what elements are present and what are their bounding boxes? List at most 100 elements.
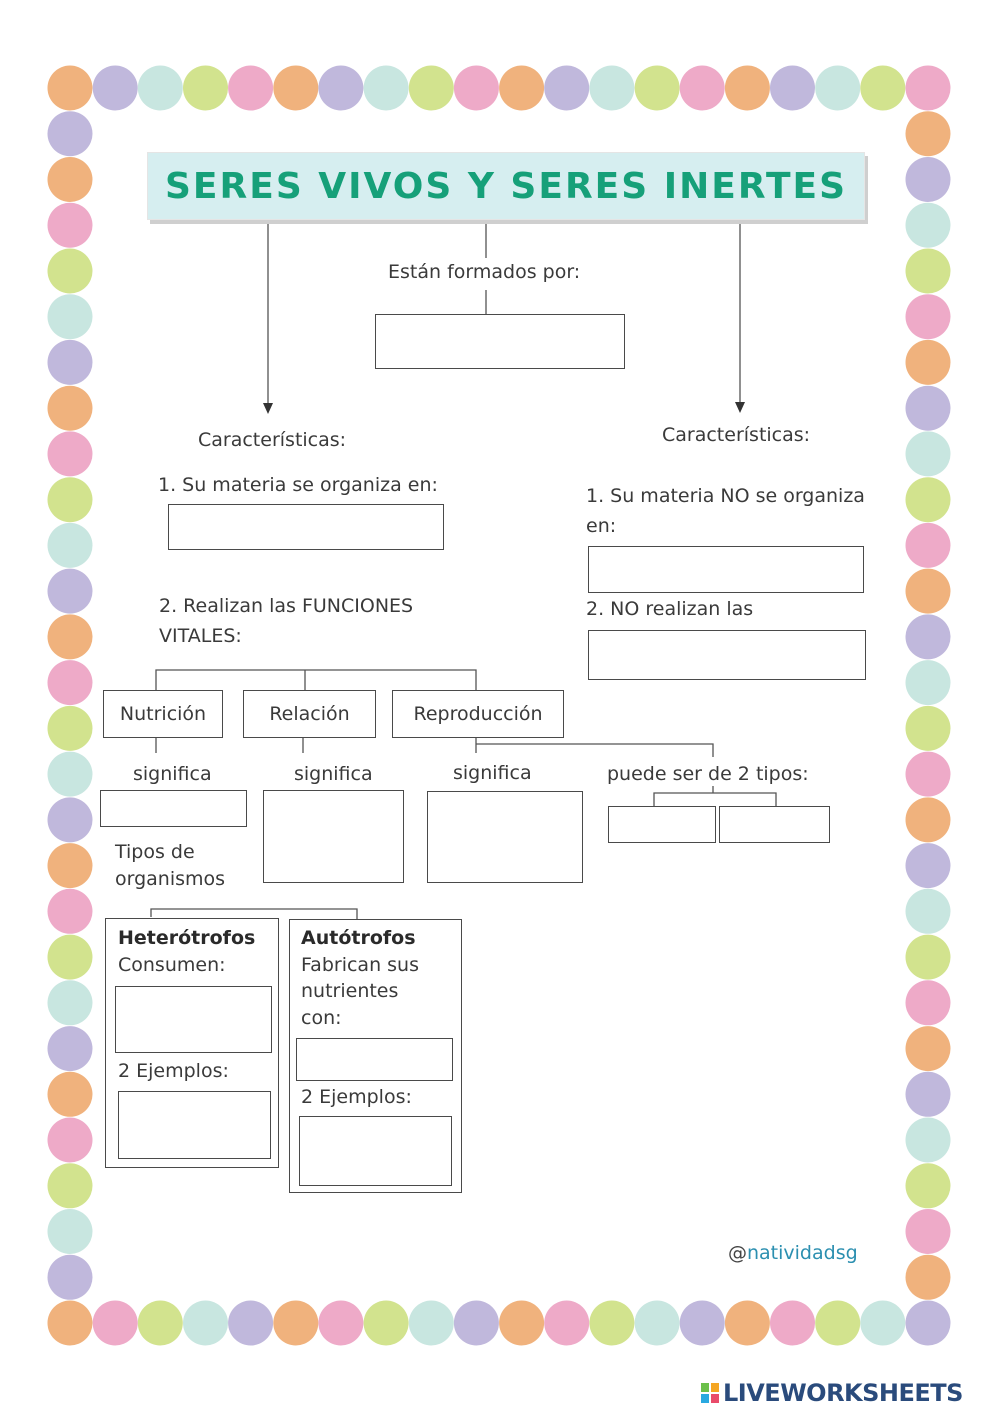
border-dot bbox=[860, 1300, 906, 1346]
border-dot bbox=[905, 1163, 951, 1209]
right-organization-answer-box[interactable] bbox=[588, 546, 864, 593]
border-dot bbox=[453, 1300, 499, 1346]
border-dot bbox=[499, 65, 545, 111]
relacion-significa-label: significa bbox=[294, 763, 373, 785]
border-dot bbox=[905, 65, 951, 111]
heterotrofos-examples-label: 2 Ejemplos: bbox=[118, 1060, 229, 1082]
border-dot bbox=[860, 65, 906, 111]
border-dot bbox=[905, 157, 951, 202]
border-dot bbox=[770, 65, 815, 111]
border-dot bbox=[408, 1300, 454, 1346]
border-dot bbox=[47, 65, 93, 111]
border-dot bbox=[634, 1300, 680, 1346]
border-dot bbox=[47, 157, 93, 202]
border-dot bbox=[137, 65, 183, 111]
border-dot bbox=[137, 1300, 183, 1346]
autotrofos-examples-answer-box[interactable] bbox=[299, 1116, 452, 1186]
border-dot bbox=[544, 65, 590, 111]
border-dot bbox=[228, 65, 274, 111]
formed-by-answer-box[interactable] bbox=[375, 314, 625, 369]
title-banner: SERES VIVOS Y SERES INERTES bbox=[147, 152, 865, 220]
credit-handle: natividadsg bbox=[747, 1242, 858, 1264]
liveworksheets-brand: LIVEWORKSHEETS bbox=[700, 1376, 963, 1410]
border-dot bbox=[679, 65, 725, 111]
border-dot bbox=[905, 1071, 951, 1117]
border-dot bbox=[905, 1254, 951, 1300]
function-nutricion-label: Nutrición bbox=[119, 703, 207, 725]
border-dot bbox=[47, 614, 93, 660]
border-dot bbox=[905, 934, 951, 980]
border-dot bbox=[905, 1209, 951, 1254]
border-dot bbox=[47, 1163, 93, 1209]
border-dot bbox=[905, 248, 951, 294]
border-dot bbox=[92, 65, 138, 111]
relacion-meaning-answer-box[interactable] bbox=[263, 790, 404, 883]
border-dot bbox=[47, 294, 93, 340]
left-item2-line1: 2. Realizan las FUNCIONES bbox=[159, 595, 414, 617]
reproduction-type2-answer-box[interactable] bbox=[719, 806, 830, 843]
function-relacion-box: Relación bbox=[243, 690, 376, 738]
border-dot bbox=[47, 339, 93, 385]
border-dot bbox=[589, 1300, 635, 1346]
nutricion-meaning-answer-box[interactable] bbox=[100, 790, 247, 827]
reproduccion-meaning-answer-box[interactable] bbox=[427, 791, 583, 883]
reproduction-type1-answer-box[interactable] bbox=[608, 806, 716, 843]
border-dot bbox=[905, 1300, 951, 1346]
border-dot bbox=[905, 660, 951, 706]
border-dot bbox=[318, 1300, 364, 1346]
left-organization-answer-box[interactable] bbox=[168, 504, 444, 550]
border-dot bbox=[363, 65, 409, 111]
autotrofos-panel bbox=[289, 919, 462, 1193]
heterotrofos-examples-answer-box[interactable] bbox=[118, 1091, 271, 1159]
autotrofos-line3: con: bbox=[301, 1007, 342, 1029]
border-dot bbox=[47, 980, 93, 1026]
border-dot bbox=[905, 111, 951, 157]
border-dot bbox=[905, 202, 951, 248]
border-dot bbox=[724, 1300, 770, 1346]
autotrofos-examples-label: 2 Ejemplos: bbox=[301, 1086, 412, 1108]
right-item1-line1: 1. Su materia NO se organiza bbox=[586, 485, 865, 507]
border-dot bbox=[183, 65, 228, 111]
border-dot bbox=[905, 294, 951, 340]
right-item2-label: 2. NO realizan las bbox=[586, 598, 754, 620]
autotrofos-nutrients-answer-box[interactable] bbox=[296, 1038, 453, 1081]
heterotrofos-title: Heterótrofos bbox=[118, 927, 256, 949]
organism-types-line1: Tipos de bbox=[115, 841, 195, 863]
left-item1-label: 1. Su materia se organiza en: bbox=[158, 474, 438, 496]
function-reproduccion-box: Reproducción bbox=[392, 690, 564, 738]
border-dot bbox=[905, 385, 951, 431]
border-dot bbox=[544, 1300, 590, 1346]
border-dot bbox=[47, 568, 93, 614]
function-reproduccion-label: Reproducción bbox=[413, 703, 543, 725]
border-dot bbox=[905, 477, 951, 523]
border-dot bbox=[47, 1117, 93, 1163]
border-dot bbox=[47, 111, 93, 157]
border-dot bbox=[905, 1117, 951, 1163]
right-functions-answer-box[interactable] bbox=[588, 630, 866, 680]
formed-by-label: Están formados por: bbox=[388, 261, 581, 283]
heterotrofos-consume-answer-box[interactable] bbox=[115, 986, 272, 1053]
border-dot bbox=[183, 1300, 228, 1346]
border-dot bbox=[905, 751, 951, 797]
border-dot bbox=[905, 797, 951, 843]
autotrofos-title: Autótrofos bbox=[301, 927, 416, 949]
border-dot bbox=[47, 1071, 93, 1117]
border-dot bbox=[47, 248, 93, 294]
reproduction-types-label: puede ser de 2 tipos: bbox=[607, 763, 809, 785]
border-dot bbox=[905, 843, 951, 889]
border-dot bbox=[47, 1026, 93, 1072]
right-item1-line2: en: bbox=[586, 515, 617, 537]
border-dot bbox=[47, 660, 93, 706]
border-dot bbox=[47, 751, 93, 797]
border-dot bbox=[47, 385, 93, 431]
border-dot bbox=[47, 477, 93, 523]
left-characteristics-heading: Características: bbox=[198, 429, 347, 451]
liveworksheets-logo-icon bbox=[700, 1382, 720, 1404]
border-dot bbox=[815, 1300, 861, 1346]
border-dot bbox=[905, 1026, 951, 1072]
heterotrofos-consume-label: Consumen: bbox=[118, 954, 226, 976]
border-dot bbox=[273, 65, 319, 111]
border-dot bbox=[228, 1300, 274, 1346]
liveworksheets-wordmark: LIVEWORKSHEETS bbox=[723, 1379, 963, 1407]
